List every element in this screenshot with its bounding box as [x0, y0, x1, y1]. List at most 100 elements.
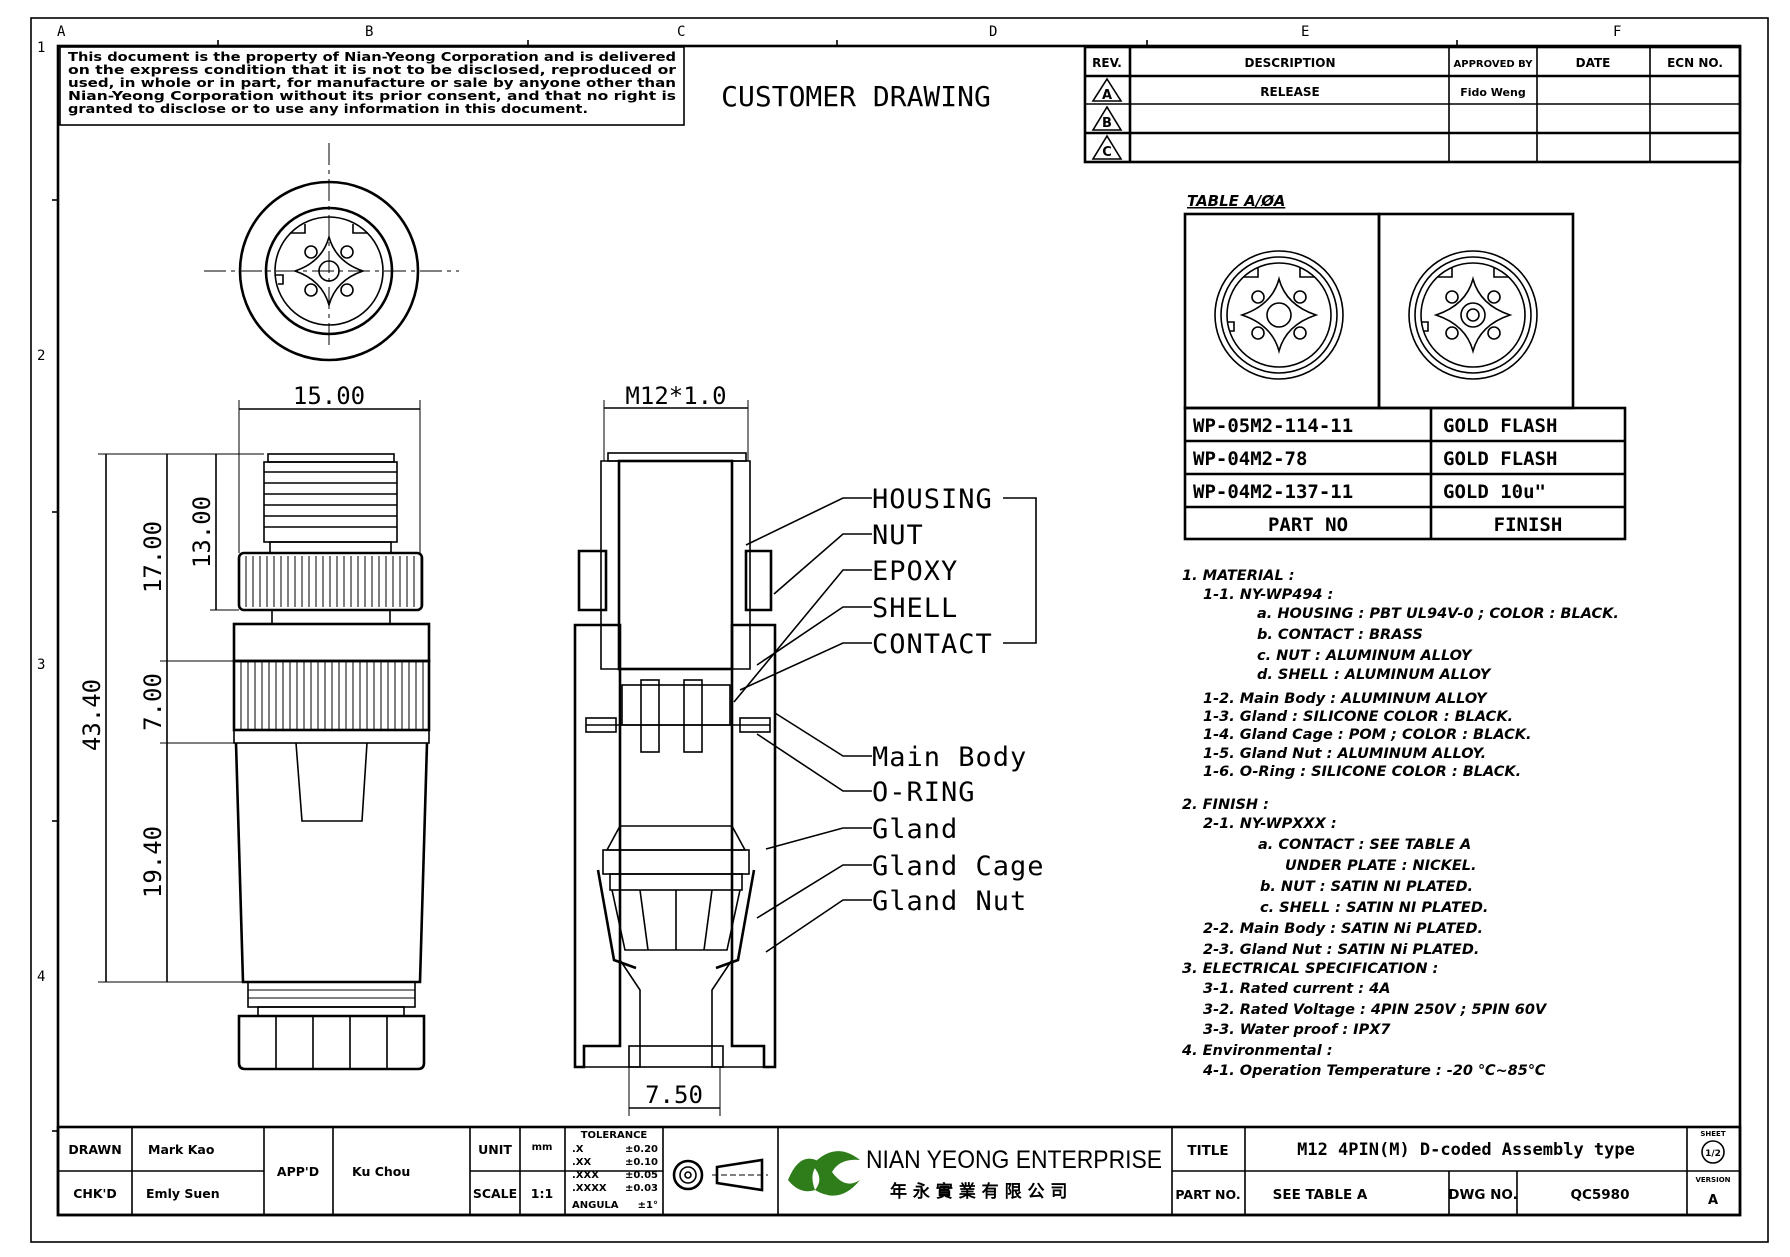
zone-labels: A B C D E F 1 2 3 4: [37, 24, 1621, 985]
table-a-finish: GOLD FLASH: [1443, 415, 1557, 437]
rev-triangle-icon: [1091, 134, 1123, 160]
tolerance-value: ±0.05: [625, 1170, 658, 1181]
company-name-chinese: 年 永 實 業 有 限 公 司: [890, 1181, 1067, 1202]
projection-symbol-icon: [672, 1158, 768, 1192]
callout-contact: CONTACT: [872, 629, 993, 660]
checked-label: CHK'D: [73, 1186, 117, 1201]
scale-label: SCALE: [473, 1186, 517, 1201]
note-line: c. SHELL : SATIN NI PLATED.: [1260, 900, 1488, 916]
note-line: b. CONTACT : BRASS: [1257, 627, 1423, 643]
unit-value: mm: [532, 1142, 553, 1153]
tolerance-table: TOLERANCE .X ±0.20 .XX ±0.10 .XXX ±0.05 …: [572, 1130, 658, 1211]
sheet-value: 1/2: [1705, 1149, 1721, 1159]
note-line: 4-1. Operation Temperature : -20 ℃~85℃: [1202, 1063, 1546, 1079]
note-line: 2. FINISH :: [1182, 797, 1269, 813]
note-line: d. SHELL : ALUMINUM ALLOY: [1257, 667, 1492, 683]
zone-col-e: E: [1301, 24, 1309, 40]
dimension-overall-length: 43.40: [78, 679, 106, 751]
note-line: UNDER PLATE : NICKEL.: [1285, 858, 1477, 874]
note-line: 3-1. Rated current : 4A: [1203, 981, 1390, 997]
note-line: 2-2. Main Body : SATIN Ni PLATED.: [1203, 921, 1483, 937]
notice-line: on the express condition that it is not …: [68, 62, 677, 77]
sheet-label: SHEET: [1700, 1130, 1725, 1138]
approved-by-header: APPROVED BY: [1454, 59, 1534, 70]
notice-line: used, in whole or in part, for manufactu…: [68, 75, 676, 90]
tolerance-title: TOLERANCE: [581, 1130, 648, 1141]
note-line: a. CONTACT : SEE TABLE A: [1258, 837, 1471, 853]
callout-shell: SHELL: [872, 593, 958, 624]
company-name: NIAN YEONG ENTERPRISE: [866, 1146, 1162, 1174]
pinout-5pin-diagram: [1214, 250, 1344, 380]
title-block: DRAWN Mark Kao CHK'D Emly Suen APP'D Ku …: [56, 1125, 1742, 1217]
note-line: 1-4. Gland Cage : POM ; COLOR : BLACK.: [1203, 727, 1532, 743]
note-line: 1-5. Gland Nut : ALUMINUM ALLOY.: [1203, 746, 1486, 762]
tolerance-precision: ANGULA: [572, 1200, 619, 1211]
tolerance-value: ±0.03: [625, 1183, 658, 1194]
approved-label: APP'D: [277, 1164, 319, 1179]
side-view-dimensions: 15.00 43.40 17.00 7.00 19.40 13.00: [78, 382, 421, 983]
section-view: M12*1.0 7.50: [573, 382, 777, 1116]
dimension-width: 15.00: [293, 382, 365, 410]
note-line: 4. Environmental :: [1181, 1043, 1333, 1059]
note-line: 1-2. Main Body : ALUMINUM ALLOY: [1203, 691, 1488, 707]
tolerance-value: ±1°: [638, 1200, 658, 1211]
table-a-finish-header: FINISH: [1494, 514, 1563, 536]
confidentiality-notice-box: [59, 46, 685, 126]
zone-row-2: 2: [37, 348, 45, 364]
tolerance-precision: .XXXX: [572, 1183, 607, 1194]
note-line: 1-3. Gland : SILICONE COLOR : BLACK.: [1203, 709, 1513, 725]
version-label: VERSION: [1695, 1176, 1730, 1184]
zone-row-1: 1: [37, 40, 45, 56]
dimension-cable-bore: 7.50: [645, 1081, 703, 1109]
tolerance-precision: .XXX: [572, 1170, 599, 1181]
dimension-knurl-length: 7.00: [139, 673, 167, 731]
table-a-part-no: WP-04M2-137-11: [1193, 481, 1353, 503]
front-view: [204, 143, 459, 362]
note-line: 3-3. Water proof : IPX7: [1203, 1022, 1391, 1038]
tolerance-value: ±0.20: [625, 1144, 658, 1155]
table-a-title: TABLE A/ØA: [1187, 192, 1285, 210]
version-value: A: [1708, 1193, 1718, 1208]
date-header: DATE: [1576, 56, 1611, 70]
dimension-upper-length: 17.00: [139, 521, 167, 593]
sheet-circle-icon: [1701, 1140, 1725, 1164]
dwg-no-value: QC5980: [1571, 1187, 1630, 1203]
zone-row-3: 3: [37, 657, 45, 673]
zone-col-b: B: [365, 24, 373, 40]
zone-col-c: C: [677, 24, 685, 40]
zone-row-4: 4: [37, 969, 45, 985]
dimension-lower-length: 19.40: [139, 826, 167, 898]
description-header: DESCRIPTION: [1244, 56, 1335, 70]
callout-housing: HOUSING: [872, 484, 993, 515]
scale-value: 1:1: [531, 1186, 553, 1201]
rev-a-description: RELEASE: [1260, 85, 1319, 99]
title-value: M12 4PIN(M) D-coded Assembly type: [1297, 1140, 1635, 1160]
tolerance-value: ±0.10: [625, 1157, 658, 1168]
rev-a-label: A: [1102, 88, 1112, 103]
note-line: 2-3. Gland Nut : SATIN Ni PLATED.: [1203, 942, 1479, 958]
rev-b-label: B: [1102, 116, 1112, 131]
dimension-thread-spec: M12*1.0: [625, 382, 726, 410]
note-line: 3-2. Rated Voltage : 4PIN 250V ; 5PIN 60…: [1203, 1002, 1548, 1018]
part-no-label: PART NO.: [1175, 1187, 1240, 1202]
callout-o-ring: O-RING: [872, 777, 976, 808]
zone-col-a: A: [57, 24, 66, 40]
checked-value: Emly Suen: [146, 1186, 220, 1201]
note-line: c. NUT : ALUMINUM ALLOY: [1257, 648, 1473, 664]
callout-nut: NUT: [872, 520, 924, 551]
drawing-title: CUSTOMER DRAWING: [721, 80, 991, 113]
rev-c-label: C: [1102, 145, 1112, 160]
note-line: a. HOUSING : PBT UL94V-0 ; COLOR : BLACK…: [1257, 606, 1619, 622]
title-label: TITLE: [1187, 1143, 1228, 1159]
table-a-finish: GOLD 10u": [1443, 481, 1546, 503]
zone-col-f: F: [1613, 24, 1621, 40]
rev-triangle-icon: [1091, 105, 1123, 131]
confidentiality-notice: This document is the property of Nian-Ye…: [68, 49, 677, 116]
part-no-value: SEE TABLE A: [1273, 1187, 1368, 1203]
table-a-finish: GOLD FLASH: [1443, 448, 1557, 470]
notes: 1. MATERIAL : 1-1. NY-WP494 : a. HOUSING…: [1181, 568, 1619, 1079]
pinout-4pin-diagram: [1408, 250, 1538, 380]
drawn-label: DRAWN: [68, 1142, 121, 1157]
note-line: 2-1. NY-WPXXX :: [1203, 816, 1337, 832]
